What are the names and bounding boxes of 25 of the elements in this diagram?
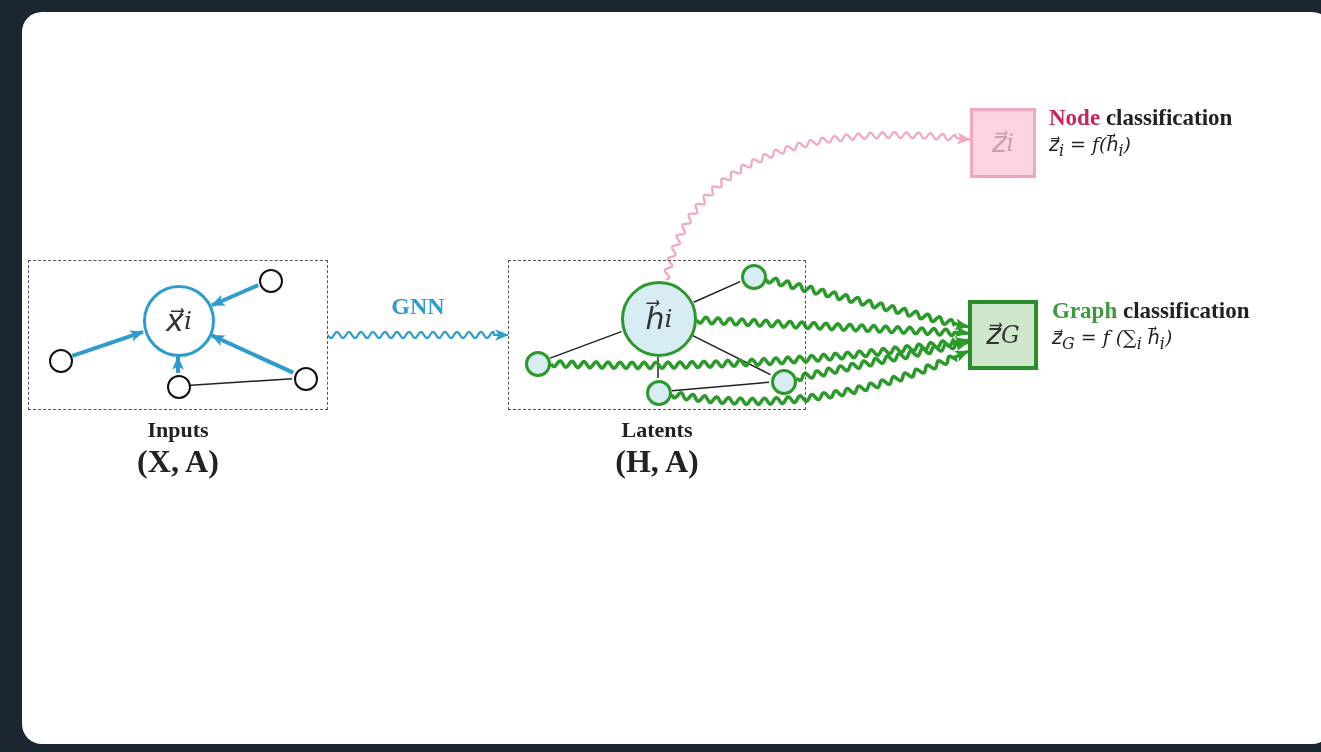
- connector-line: [549, 330, 623, 359]
- task-heading: Graph classification: [1052, 298, 1250, 324]
- group-title: Latents: [621, 417, 693, 443]
- connector-line: [190, 378, 293, 386]
- wavy-arrow: [663, 131, 972, 281]
- wavy-arrow: [550, 337, 970, 371]
- wavy-arrow: [327, 329, 510, 341]
- connector-line: [657, 356, 659, 379]
- wavy-arrow: [695, 315, 970, 338]
- math-formula: z⃗$_{i}$ = f(h⃗$_{i}$): [1049, 133, 1132, 160]
- math-formula: (X, A): [137, 443, 219, 480]
- wavy-arrow: [765, 276, 970, 330]
- connector-line: [692, 280, 741, 303]
- arrow: [172, 355, 184, 373]
- connector-line: [692, 334, 772, 376]
- arrow: [71, 330, 145, 358]
- wavy-arrow: [670, 349, 970, 407]
- arrow: [210, 333, 294, 375]
- group-title: Inputs: [147, 417, 209, 443]
- math-formula: (H, A): [615, 443, 699, 480]
- arrow: [210, 283, 259, 308]
- math-formula: z⃗$_{G}$ = f (∑$_{i}$ h⃗$_{i}$): [1052, 326, 1173, 353]
- wavy-arrow: [795, 339, 970, 383]
- connector-line: [671, 381, 770, 392]
- task-heading: Node classification: [1049, 105, 1233, 131]
